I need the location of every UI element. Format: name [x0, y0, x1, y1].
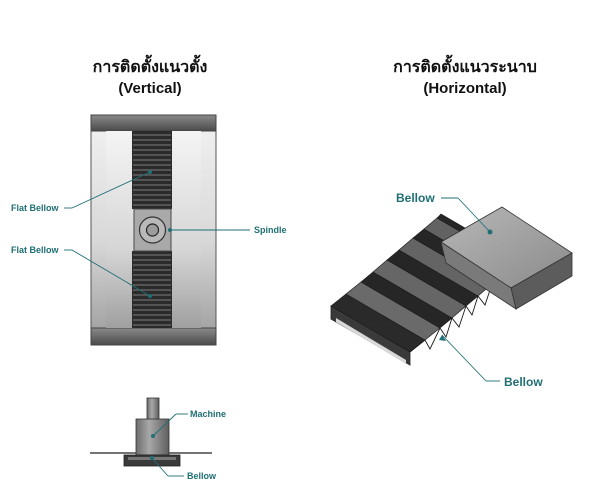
- horizontal-bellow-assembly: [330, 206, 573, 366]
- dot-flat-bellow-top: [148, 170, 152, 174]
- leader-bellow-top-diag: [457, 197, 491, 233]
- leader-bellow-side: [151, 457, 169, 477]
- machine-leader-dots: [150, 434, 155, 460]
- label-bellow-bottom: Bellow: [504, 375, 543, 389]
- bellow-pleats-lower: [133, 254, 171, 326]
- label-spindle: Spindle: [254, 225, 287, 235]
- dot-bellow-side: [150, 456, 154, 460]
- label-flat-bellow-top: Flat Bellow: [11, 203, 60, 213]
- vertical-leader-lines: [64, 171, 250, 297]
- horizontal-leader-dots: [487, 229, 493, 235]
- horizontal-title-thai: การติดตั้งแนวระนาบ: [393, 57, 537, 76]
- leader-machine: [152, 413, 177, 437]
- dot-flat-bellow-bottom: [148, 294, 152, 298]
- spindle-core: [145, 223, 160, 237]
- frame-top-cap: [90, 114, 217, 132]
- label-bellow-top: Bellow: [396, 191, 435, 205]
- bellow-end-plate-face: [336, 318, 406, 364]
- spindle-block: [133, 208, 172, 252]
- bellow-pleats-upper: [133, 134, 171, 206]
- horizontal-leader-lines: [441, 197, 500, 382]
- label-flat-bellow-bottom: Flat Bellow: [11, 245, 60, 255]
- arrow-bellow-bottom: [439, 335, 446, 341]
- label-bellow-side: Bellow: [187, 471, 217, 481]
- vertical-title: การติดตั้งแนวตั้ง (Vertical): [60, 56, 240, 100]
- frame-bottom-cap: [90, 327, 217, 346]
- machine-leader-lines: [151, 413, 188, 477]
- flat-bellow-lower: [132, 251, 172, 328]
- dot-spindle: [168, 228, 172, 232]
- horizontal-title: การติดตั้งแนวระนาบ (Horizontal): [360, 56, 570, 100]
- leader-flat-bellow-bottom-diag: [71, 249, 151, 297]
- vertical-leader-dots: [148, 170, 172, 298]
- machine-spindle: [146, 397, 160, 421]
- label-machine: Machine: [190, 409, 226, 419]
- vertical-title-english: (Vertical): [118, 80, 182, 97]
- bellow-box-front: [440, 241, 517, 310]
- vertical-title-thai: การติดตั้งแนวตั้ง: [92, 57, 208, 76]
- machine-bellow: [123, 454, 181, 467]
- leader-flat-bellow-top-diag: [71, 171, 151, 209]
- leader-bellow-bottom-diag: [441, 334, 487, 382]
- flat-bellow-upper: [132, 131, 172, 209]
- horizontal-title-english: (Horizontal): [423, 80, 507, 97]
- dot-machine: [151, 434, 155, 438]
- dot-bellow-top: [487, 229, 493, 235]
